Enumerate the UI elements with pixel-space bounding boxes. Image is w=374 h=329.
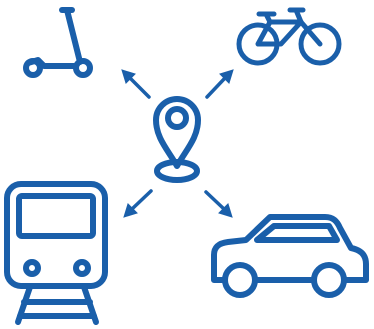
arrow-to-bicycle — [205, 69, 234, 99]
kick-scooter-icon — [23, 7, 93, 78]
location-pin-icon — [153, 96, 201, 183]
arrow-to-scooter — [121, 69, 151, 99]
train-icon — [4, 181, 108, 325]
arrow-to-train — [123, 189, 153, 218]
bicycle-icon — [236, 7, 342, 66]
arrow-to-car — [204, 190, 233, 218]
car-icon — [211, 214, 369, 298]
